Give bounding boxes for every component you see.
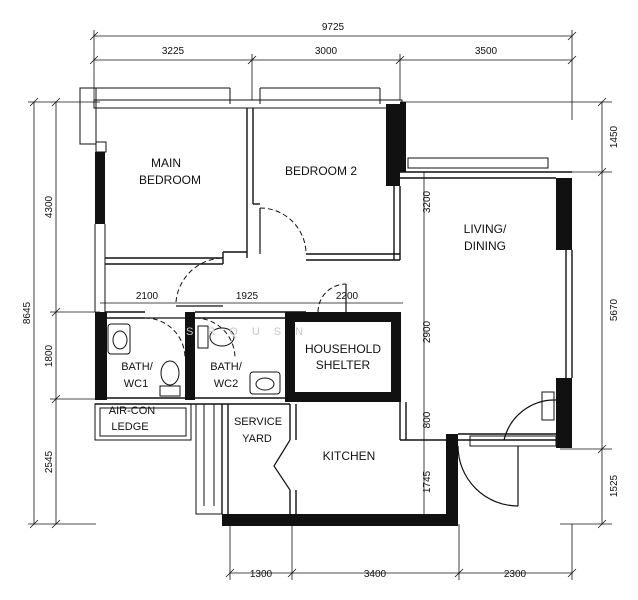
dimension-lines [28,30,612,580]
label-aircon-ledge-line1: AIR-CON [109,405,156,417]
dim-bottom-seg-3: 2300 [504,569,527,580]
label-bath1-line1: BATH/ [121,361,154,373]
dim-inner-1925: 1925 [236,291,259,302]
dim-top-seg-1: 3225 [162,46,185,57]
label-bedroom-2: BEDROOM 2 [285,164,357,178]
dim-right-seg-3: 1525 [609,474,620,497]
dim-left-total: 8645 [22,301,33,324]
dim-left-seg-1: 4300 [44,195,55,218]
label-kitchen: KITCHEN [323,449,376,463]
dim-left-seg-3: 2545 [44,450,55,473]
dim-right-seg-2: 5670 [609,298,620,321]
label-bath1-line2: WC1 [124,378,148,390]
label-service-yard-line2: YARD [242,433,272,445]
dim-left-seg-2: 1800 [44,344,55,367]
watermark-text: SRQUSN [186,326,317,338]
label-aircon-ledge-line2: LEDGE [111,421,148,433]
dim-right-seg-1: 1450 [609,125,620,148]
dimension-labels: 9725 3225 3000 3500 1300 3400 2300 8645 … [22,22,620,580]
walls [79,87,573,526]
dim-inner-2100: 2100 [136,291,159,302]
label-living-line1: LIVING/ [464,222,507,236]
dim-top-total: 9725 [322,22,345,33]
label-main-bedroom-line1: MAIN [151,156,181,170]
dim-inner-800: 800 [422,411,433,428]
dim-inner-2900: 2900 [422,320,433,343]
label-household-shelter-line1: HOUSEHOLD [305,342,381,356]
dim-inner-3200: 3200 [422,190,433,213]
fixtures [107,323,281,397]
label-living-line2: DINING [464,239,506,253]
dim-inner-1745: 1745 [422,470,433,493]
label-bath2-line1: BATH/ [210,361,243,373]
doors [144,207,557,507]
dim-bottom-seg-2: 3400 [364,569,387,580]
dim-top-seg-3: 3500 [475,46,498,57]
label-service-yard-line1: SERVICE [234,416,282,428]
dim-inner-2200: 2200 [336,291,359,302]
label-main-bedroom-line2: BEDROOM [139,173,201,187]
label-household-shelter-line2: SHELTER [316,358,371,372]
dim-bottom-seg-1: 1300 [250,569,273,580]
label-bath2-line2: WC2 [214,378,238,390]
room-labels: MAIN BEDROOM BEDROOM 2 LIVING/ DINING BA… [109,156,507,463]
dim-top-seg-2: 3000 [315,46,338,57]
